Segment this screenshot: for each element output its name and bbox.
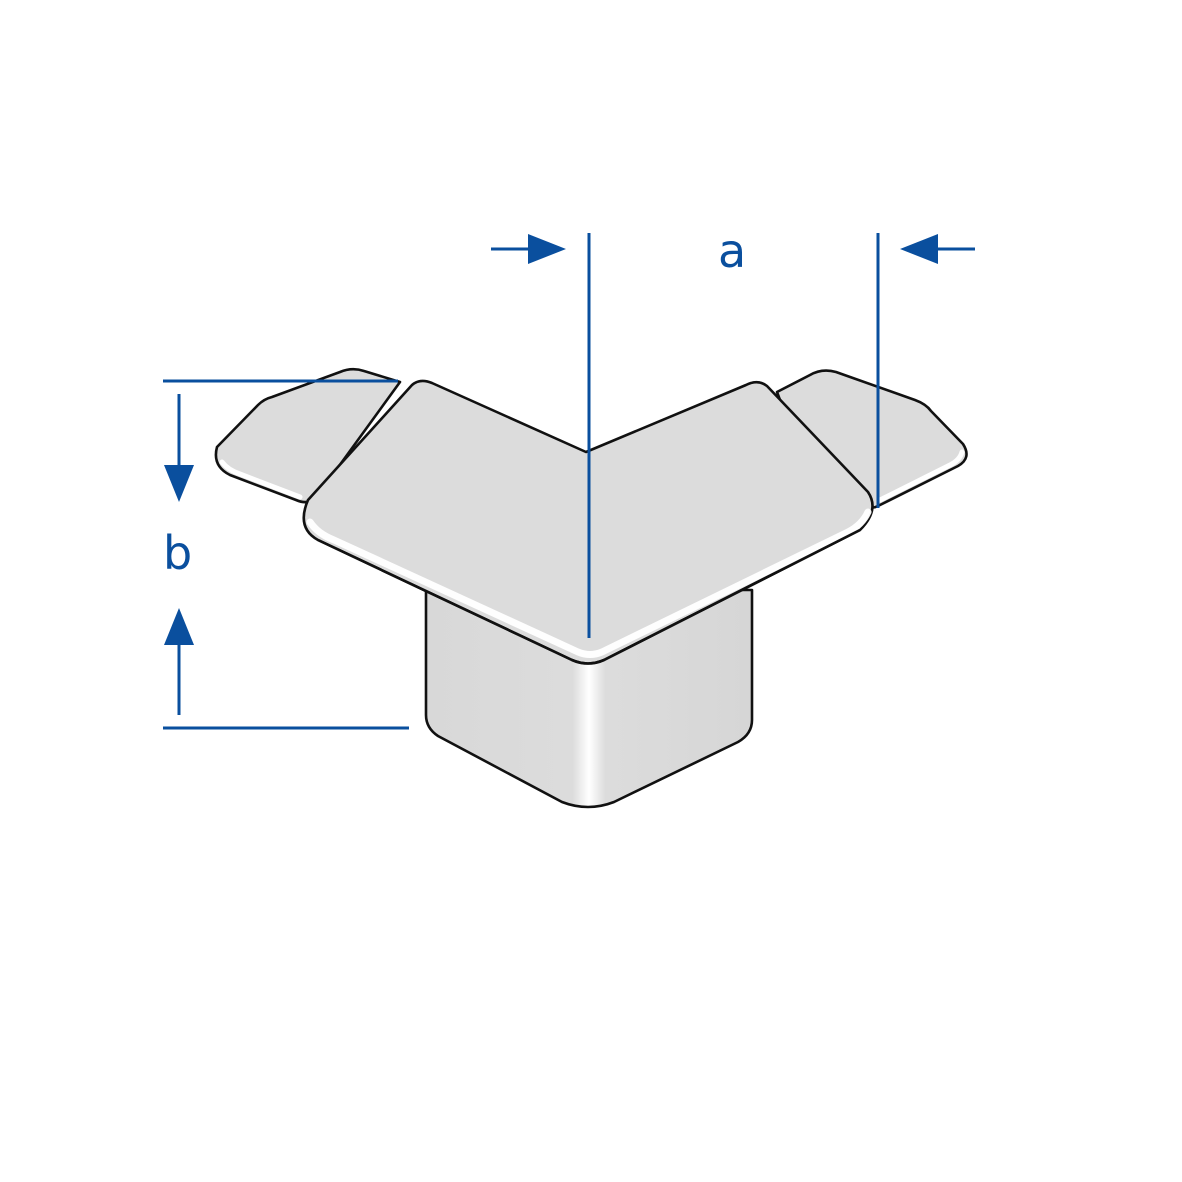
top-cap-front-edge-highlight [306,508,872,658]
dimension-b-top-arrowhead [164,465,194,502]
left-flange-face [214,367,402,504]
dimension-a [491,233,975,638]
stem-body [424,588,754,809]
dimension-b-bottom-arrowhead [164,608,194,645]
right-flange-edge-highlight [877,449,965,503]
dimension-a-right-arrowhead [900,234,938,264]
top-cap-front-edge-shadow [317,528,861,665]
dimension-a-label: a [718,224,747,278]
dimension-b-label: b [163,526,193,580]
dimension-b [163,379,409,730]
dimension-a-left-arrowhead [528,234,566,264]
stem [424,588,754,809]
left-flange [214,367,402,504]
left-flange-edge-highlight [219,459,303,500]
